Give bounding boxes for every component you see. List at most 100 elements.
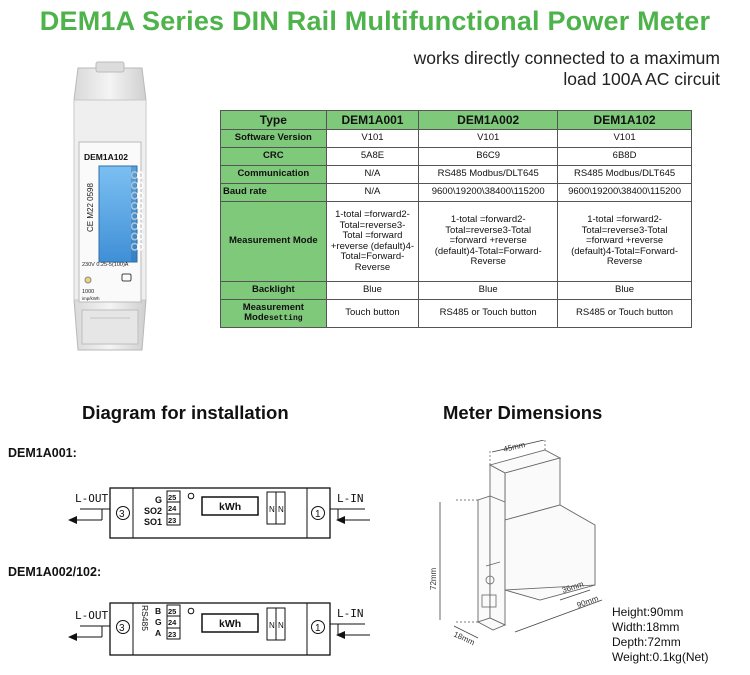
l-in-label: L-IN: [337, 492, 364, 505]
svg-text:23: 23: [168, 630, 176, 639]
svg-text:RS485: RS485: [140, 605, 150, 631]
signal-g: G: [155, 617, 162, 627]
table-cell: RS485 or Touch button: [557, 299, 692, 328]
svg-text:CE M22 0598: CE M22 0598: [86, 183, 95, 232]
dimensions-title: Meter Dimensions: [443, 402, 603, 423]
col-header-dem1a102: DEM1A102: [557, 110, 692, 130]
table-row: Measurement Mode 1-total =forward2-Total…: [220, 201, 692, 282]
row-label: Communication: [220, 165, 327, 184]
row-label: Software Version: [220, 129, 327, 148]
table-cell: N/A: [325, 165, 420, 184]
dim-depth-bottom: 18mm: [452, 630, 476, 648]
signal-g: G: [155, 495, 162, 505]
l-out-label: L-OUT: [75, 492, 108, 505]
svg-text:24: 24: [168, 618, 177, 627]
svg-text:72mm: 72mm: [429, 567, 438, 590]
spec-width: Width:18mm: [612, 620, 680, 634]
svg-text:88888888: 88888888: [126, 170, 146, 252]
row-label: CRC: [220, 147, 327, 166]
svg-text:24: 24: [168, 504, 177, 513]
svg-text:23: 23: [168, 516, 176, 525]
arrow-in-icon: [336, 631, 345, 639]
table-row: Measurement Modesetting Touch button RS4…: [220, 299, 692, 328]
table-cell: Blue: [325, 281, 420, 300]
svg-text:1: 1: [315, 509, 321, 520]
l-in-label: L-IN: [337, 607, 364, 620]
led-icon: [187, 607, 195, 615]
n-terminal: N: [278, 621, 284, 630]
table-cell: RS485 Modbus/DLT645: [418, 165, 559, 184]
table-cell: V101: [325, 129, 420, 148]
svg-text:1: 1: [315, 623, 321, 634]
spec-table: Type DEM1A001 DEM1A002 DEM1A102 Software…: [220, 110, 692, 328]
kwh-display: [201, 613, 259, 633]
table-cell: Touch button: [325, 299, 420, 328]
table-cell: V101: [418, 129, 559, 148]
dimension-specs: Height:90mm Width:18mm Depth:72mm Weight…: [612, 605, 709, 665]
led-icon: [187, 492, 195, 500]
table-row: Baud rate N/A 9600\19200\38400\115200 96…: [220, 183, 692, 202]
table-cell: 1-total =forward2-Total=reverse3-Total =…: [325, 201, 420, 282]
n-terminal: N: [269, 505, 275, 514]
table-cell: Blue: [557, 281, 692, 300]
n-terminal: N: [278, 505, 284, 514]
terminal-1-icon: [311, 620, 325, 634]
terminal-3-icon: [116, 620, 130, 634]
table-row: Communication N/A RS485 Modbus/DLT645 RS…: [220, 165, 692, 184]
col-header-dem1a002: DEM1A002: [418, 110, 559, 130]
spec-depth: Depth:72mm: [612, 635, 681, 649]
dem1a002-label: DEM1A002/102:: [8, 565, 102, 579]
ce-mark: CE M22 0598: [86, 183, 95, 232]
installation-title: Diagram for installation: [82, 402, 289, 423]
svg-text:3: 3: [119, 509, 125, 520]
meter-photo: DEM1A102 CE M22 0598 88888888 230V 0.25-…: [73, 61, 147, 351]
table-cell: 9600\19200\38400\115200: [418, 183, 559, 202]
table-cell: 1-total =forward2-Total=reverse3-Total=f…: [418, 201, 559, 282]
wiring-diagram-dem1a001: L-OUT 3 G SO2 SO1 25 24 23 kWh N N 1 L-I…: [68, 487, 370, 539]
subtitle: works directly connected to a maximum lo…: [360, 48, 720, 90]
subtitle-line-1: works directly connected to a maximum: [413, 48, 720, 68]
table-cell: 1-total =forward2-Total=reverse3-Total=f…: [557, 201, 692, 282]
spec-weight: Weight:0.1kg(Net): [612, 650, 709, 664]
page-title: DEM1A Series DIN Rail Multifunctional Po…: [39, 6, 711, 36]
terminal-1-icon: [311, 506, 325, 520]
lcd-digits: 88888888: [126, 170, 146, 252]
device-spec-line: 230V 0.25-5(100)A: [82, 262, 129, 268]
row-label: Measurement Mode: [220, 201, 327, 282]
table-row: CRC 5A8E B6C9 6B8D: [220, 147, 692, 166]
signal-a: A: [155, 628, 161, 638]
table-cell: RS485 Modbus/DLT645: [557, 165, 692, 184]
pulse-value: 1000: [82, 289, 94, 295]
lcd-display: [98, 165, 138, 263]
signal-b: B: [155, 606, 161, 616]
table-cell: RS485 or Touch button: [418, 299, 559, 328]
subtitle-line-2: load 100A AC circuit: [563, 69, 720, 89]
dim-height-side: 72mm: [429, 567, 438, 590]
table-row: Software Version V101 V101 V101: [220, 129, 692, 148]
table-cell: Blue: [418, 281, 559, 300]
n-terminal: N: [269, 621, 275, 630]
table-header-row: Type DEM1A001 DEM1A002 DEM1A102: [220, 110, 692, 130]
dem1a001-label: DEM1A001:: [8, 446, 77, 460]
table-cell: V101: [557, 129, 692, 148]
device-model: DEM1A102: [84, 152, 128, 162]
arrow-left-icon: [68, 516, 77, 524]
arrow-in-icon: [336, 516, 345, 524]
table-row: Backlight Blue Blue Blue: [220, 281, 692, 300]
l-out-label: L-OUT: [75, 609, 108, 622]
table-cell: 9600\19200\38400\115200: [557, 183, 692, 202]
dim-outer: 90mm: [576, 594, 600, 610]
rs485-label: RS485: [140, 605, 150, 631]
arrow-left-icon: [68, 633, 77, 641]
row-label: Measurement Modesetting: [220, 299, 327, 328]
row-label: Backlight: [220, 281, 327, 300]
signal-so2: SO2: [144, 506, 162, 516]
svg-text:kWh: kWh: [219, 618, 241, 630]
dim-width-top: 45mm: [502, 440, 526, 454]
table-cell: N/A: [325, 183, 420, 202]
row-label: Baud rate: [220, 183, 327, 202]
kwh-display: [201, 496, 259, 516]
signal-so1: SO1: [144, 517, 162, 527]
table-cell: 5A8E: [325, 147, 420, 166]
wiring-diagram-dem1a002: L-OUT 3 RS485 B G A 25 24 23 kWh N N 1 L…: [68, 602, 370, 656]
